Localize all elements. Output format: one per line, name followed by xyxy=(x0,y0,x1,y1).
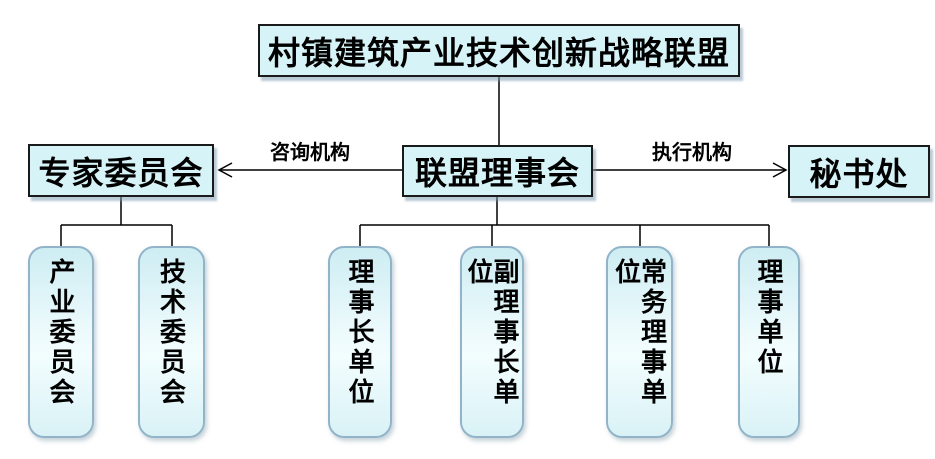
chairman-unit-box: 理事长单位 xyxy=(328,246,392,438)
alliance-council-label: 联盟理事会 xyxy=(414,155,580,191)
director-unit-box: 理事单位 xyxy=(738,246,800,438)
alliance-root-box: 村镇建筑产业技术创新战略联盟 xyxy=(258,24,740,77)
vice-chairman-unit-label: 副理事长单位 xyxy=(464,258,520,408)
industry-committee-label: 产业委员会 xyxy=(46,258,76,408)
advisory-body-arrow-label: 咨询机构 xyxy=(270,142,350,164)
technology-committee-label: 技术委员会 xyxy=(156,258,187,408)
vice-chairman-unit-box: 副理事长单位 xyxy=(460,246,524,438)
director-unit-label: 理事单位 xyxy=(754,258,784,378)
executive-director-unit-box: 常务理事单位 xyxy=(606,246,673,438)
chairman-unit-label: 理事长单位 xyxy=(345,258,375,408)
left-arrowhead-icon xyxy=(217,162,233,178)
technology-committee-box: 技术委员会 xyxy=(138,246,205,438)
alliance-root-label: 村镇建筑产业技术创新战略联盟 xyxy=(267,34,730,71)
secretariat-label: 秘书处 xyxy=(809,155,909,192)
alliance-council-box: 联盟理事会 xyxy=(402,145,593,197)
industry-committee-box: 产业委员会 xyxy=(28,246,94,438)
expert-committee-label: 专家委员会 xyxy=(38,154,204,191)
secretariat-box: 秘书处 xyxy=(788,145,930,198)
executive-director-unit-label: 常务理事单位 xyxy=(611,258,668,408)
right-arrowhead-icon xyxy=(772,162,788,178)
expert-committee-box: 专家委员会 xyxy=(28,144,214,197)
executive-body-arrow-label: 执行机构 xyxy=(652,142,732,164)
